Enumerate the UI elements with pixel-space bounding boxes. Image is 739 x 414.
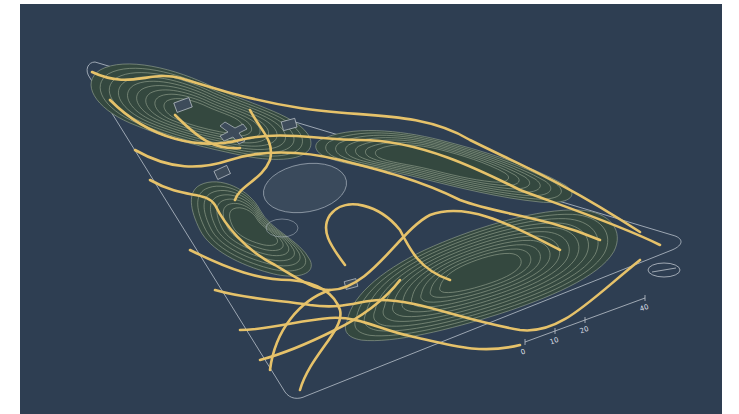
site-plan-illustration [0, 0, 739, 414]
site-plan: 0102040 [0, 0, 739, 414]
